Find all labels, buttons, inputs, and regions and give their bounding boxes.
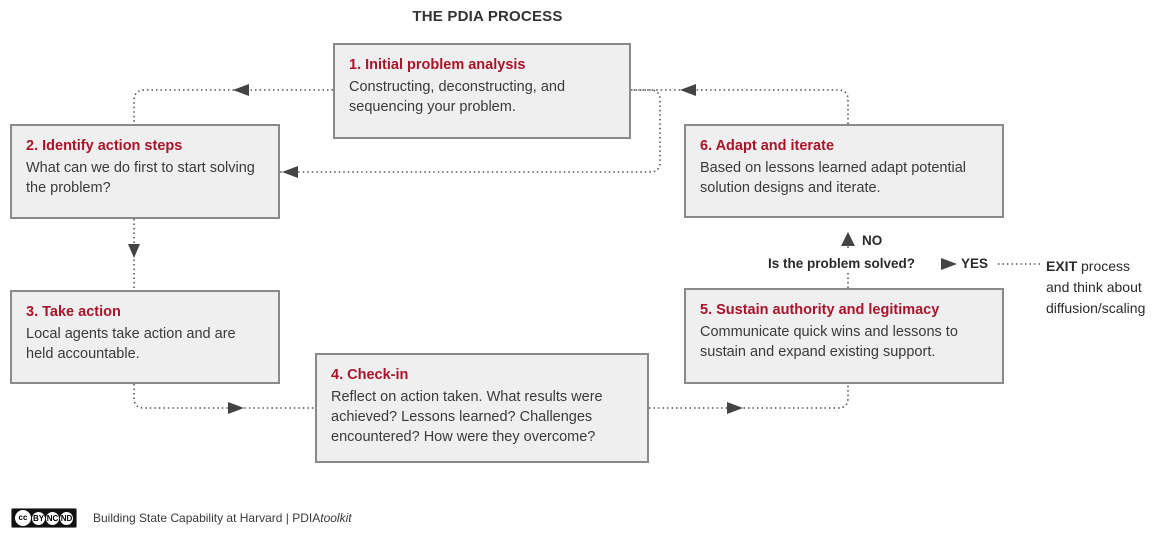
yes-label: YES	[961, 256, 989, 271]
connector-1-to-2-outer	[133, 89, 333, 124]
arrowhead-to-2-side-icon	[282, 166, 298, 178]
connector-3-to-4	[133, 384, 315, 409]
step-5-box: 5. Sustain authority and legitimacy Comm…	[684, 288, 1004, 384]
step-2-title: 2. Identify action steps	[26, 138, 183, 154]
decision-question: Is the problem solved?	[768, 256, 916, 271]
step-6-body: Based on lessons learned adapt potential…	[700, 160, 967, 196]
step-2-box: 2. Identify action steps What can we do …	[10, 124, 280, 219]
step-2-body: What can we do first to start solving th…	[26, 160, 255, 196]
cc-icon: cc	[15, 510, 31, 526]
step-1-box: 1. Initial problem analysis Constructing…	[333, 43, 631, 139]
connector-1-to-2-inner	[280, 89, 661, 173]
step-6-title: 6. Adapt and iterate	[700, 138, 835, 154]
step-3-title: 3. Take action	[26, 304, 121, 320]
diagram-title: THE PDIA PROCESS	[412, 8, 563, 25]
step-1-title: 1. Initial problem analysis	[349, 57, 526, 73]
arrowhead-to-3-icon	[128, 244, 140, 258]
arrowhead-to-2-top-icon	[233, 84, 249, 96]
footer: cc BY NC ND Building State Capability at…	[11, 508, 352, 528]
arrowhead-yes-icon	[941, 258, 957, 270]
step-5-body: Communicate quick wins and lessons to su…	[700, 324, 958, 360]
arrowhead-no-icon	[841, 232, 855, 246]
noderivatives-icon: ND	[60, 511, 73, 525]
arrowhead-to-5-icon	[727, 402, 743, 414]
footer-credit: Building State Capability at Harvard | P…	[93, 511, 352, 525]
creative-commons-badge[interactable]: cc BY NC ND	[11, 508, 77, 528]
no-label: NO	[862, 233, 883, 248]
step-4-box: 4. Check-in Reflect on action taken. Wha…	[315, 353, 649, 463]
step-3-box: 3. Take action Local agents take action …	[10, 290, 280, 384]
connector-4-to-5	[649, 384, 849, 409]
step-1-body: Constructing, deconstructing, and sequen…	[349, 79, 566, 115]
step-6-box: 6. Adapt and iterate Based on lessons le…	[684, 124, 1004, 218]
exit-line-3: diffusion/scaling	[1046, 300, 1146, 316]
connector-6-to-1	[631, 89, 849, 124]
exit-line-1: process	[1077, 258, 1131, 274]
noncommercial-icon: NC	[46, 511, 59, 525]
attribution-icon: BY	[32, 511, 45, 525]
step-4-title: 4. Check-in	[331, 367, 409, 383]
footer-credit-text: Building State Capability at Harvard | P…	[93, 511, 321, 525]
step-4-body: Reflect on action taken. What results we…	[331, 389, 603, 445]
exit-line-2: and think about	[1046, 279, 1142, 295]
step-3-body: Local agents take action and are held ac…	[26, 326, 236, 362]
exit-note: EXIT process and think about diffusion/s…	[1046, 256, 1145, 319]
arrowhead-to-4-icon	[228, 402, 244, 414]
footer-credit-italic: toolkit	[320, 511, 352, 525]
arrowhead-to-1-icon	[680, 84, 696, 96]
exit-keyword: EXIT	[1046, 258, 1078, 274]
step-5-title: 5. Sustain authority and legitimacy	[700, 302, 940, 318]
